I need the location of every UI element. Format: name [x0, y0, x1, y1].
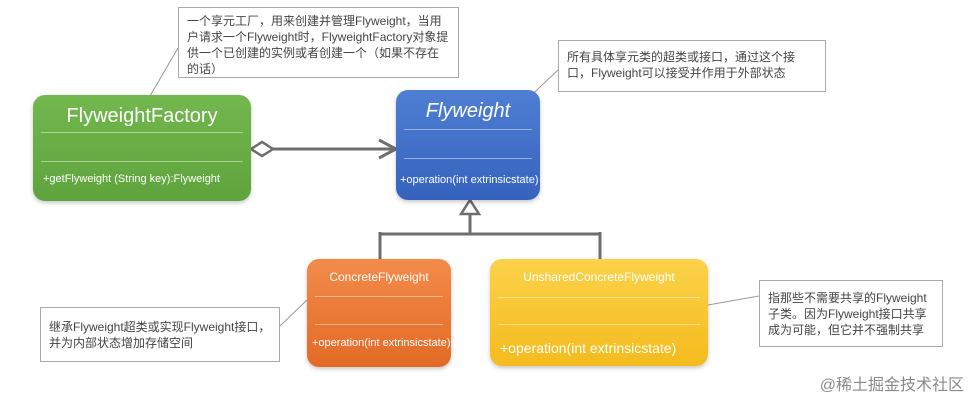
- unshared-note: 指那些不需要共享的Flyweight子类。因为Flyweight接口共享成为可能…: [759, 280, 943, 347]
- factory-note-pointer: [149, 47, 179, 97]
- factory-note: 一个享元工厂，用来创建并管理Flyweight，当用户请求一个Flyweight…: [178, 7, 459, 78]
- aggregation-connector: [248, 138, 400, 160]
- unshared-concrete-flyweight-name: UnsharedConcreteFlyweight: [523, 270, 675, 284]
- inheritance-triangle: [458, 197, 482, 216]
- flyweight-factory-name: FlyweightFactory: [66, 105, 218, 127]
- class-divider: [498, 324, 700, 325]
- watermark: @稀土掘金技术社区: [819, 377, 964, 394]
- flyweight-note-text: 所有具体享元类的超类或接口，通过这个接口，Flyweight可以接受并作用于外部…: [567, 50, 796, 80]
- flyweight-factory-class: FlyweightFactory +getFlyweight (String k…: [33, 95, 251, 201]
- concrete-note: 继承Flyweight超类或实现Flyweight接口，并为内部状态增加存储空间: [40, 307, 280, 362]
- concrete-flyweight-class: ConcreteFlyweight +operation(int extrins…: [307, 259, 451, 367]
- class-divider: [41, 161, 243, 162]
- generalization-connector: [378, 197, 602, 259]
- class-divider: [404, 129, 532, 130]
- flyweight-factory-operation: +getFlyweight (String key):Flyweight: [43, 173, 220, 185]
- aggregation-diamond: [248, 140, 276, 158]
- factory-note-text: 一个享元工厂，用来创建并管理Flyweight，当用户请求一个Flyweight…: [187, 14, 449, 76]
- unshared-concrete-flyweight-class: UnsharedConcreteFlyweight +operation(int…: [490, 259, 708, 366]
- class-divider: [315, 296, 443, 297]
- class-divider: [315, 324, 443, 325]
- class-divider: [404, 158, 532, 159]
- flyweight-name: Flyweight: [425, 100, 511, 122]
- unshared-note-text: 指那些不需要共享的Flyweight子类。因为Flyweight接口共享成为可能…: [768, 291, 927, 337]
- flyweight-note: 所有具体享元类的超类或接口，通过这个接口，Flyweight可以接受并作用于外部…: [558, 40, 826, 92]
- flyweight-operation: +operation(int extrinsicstate): [400, 174, 539, 186]
- class-divider: [498, 297, 700, 298]
- flyweight-class: Flyweight +operation(int extrinsicstate): [396, 90, 540, 200]
- concrete-note-text: 继承Flyweight超类或实现Flyweight接口，并为内部状态增加存储空间: [49, 320, 271, 350]
- class-divider: [41, 132, 243, 133]
- unshared-concrete-flyweight-operation: +operation(int extrinsicstate): [500, 340, 677, 356]
- unshared-note-pointer: [707, 295, 760, 306]
- concrete-note-pointer: [279, 299, 308, 327]
- concrete-flyweight-operation: +operation(int extrinsicstate): [312, 337, 451, 349]
- concrete-flyweight-name: ConcreteFlyweight: [329, 270, 429, 284]
